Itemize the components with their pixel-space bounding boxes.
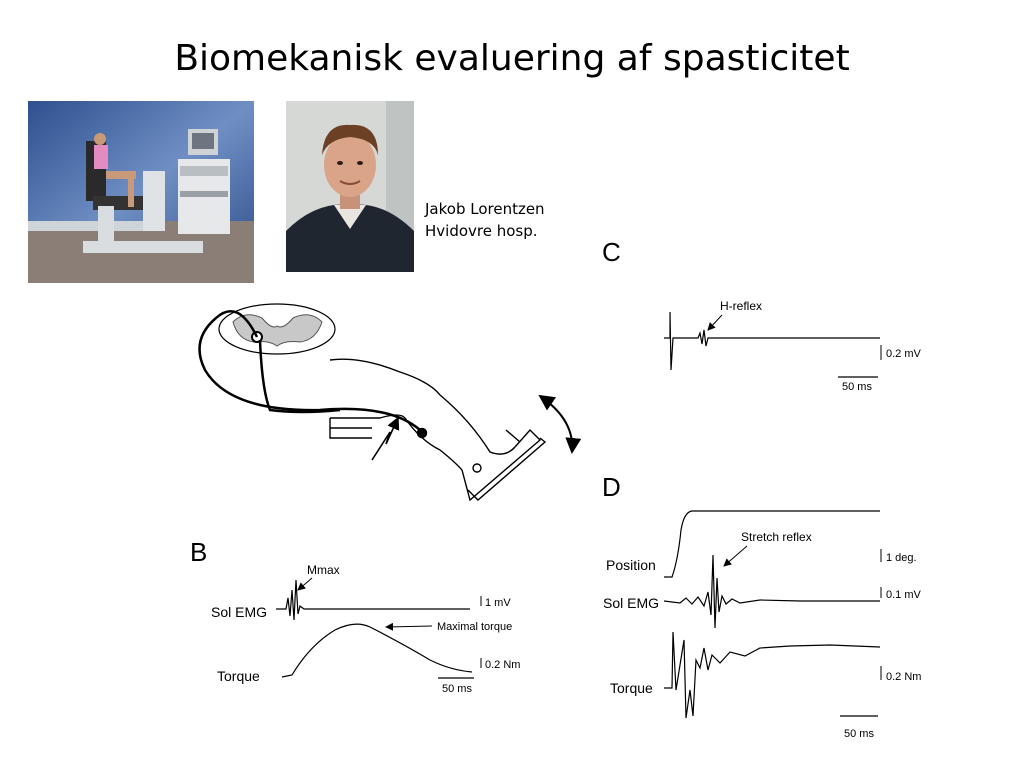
panel-b: B Mmax Sol EMG 1 mV Maximal torque Torqu… [190, 537, 520, 695]
portrait-photo [286, 101, 414, 272]
max-torque-arrow [385, 622, 433, 631]
rotation-arrow [538, 394, 582, 454]
position-scale-d: 1 deg. [886, 552, 917, 564]
panel-d: D Stretch reflex Position 1 deg. Sol EMG… [602, 472, 922, 740]
sol-emg-label-d: Sol EMG [603, 595, 659, 611]
maximal-torque-label: Maximal torque [437, 621, 512, 633]
dynamometer-device-photo [28, 101, 254, 283]
panel-b-letter: B [190, 537, 207, 567]
panel-d-letter: D [602, 472, 621, 502]
caption-name: Jakob Lorentzen [425, 200, 545, 218]
panel-c: C H-reflex 0.2 mV 50 ms [602, 237, 922, 393]
torque-label-d: Torque [610, 680, 653, 696]
h-reflex-arrow [707, 314, 723, 331]
torque-scale-d: 0.2 Nm [886, 671, 921, 683]
stretch-reflex-label: Stretch reflex [741, 530, 812, 544]
panel-c-letter: C [602, 237, 621, 267]
slide-title: Biomekanisk evaluering af spasticitet [174, 38, 850, 79]
torque-label-b: Torque [217, 668, 260, 684]
position-trace [664, 510, 880, 578]
time-scale-b: 50 ms [442, 683, 472, 695]
photo-caption: Jakob Lorentzen Hvidovre hosp. [425, 198, 545, 242]
emg-scale-b: 1 mV [485, 597, 511, 609]
h-reflex-label: H-reflex [720, 299, 762, 313]
sol-emg-trace-b [276, 579, 470, 621]
spinal-cord-schematic [218, 303, 336, 355]
position-label: Position [606, 557, 656, 573]
torque-trace-b [281, 623, 473, 678]
mmax-label: Mmax [307, 563, 340, 577]
h-reflex-trace [664, 311, 880, 371]
stretch-reflex-arrow [723, 545, 748, 567]
sol-emg-label-b: Sol EMG [211, 604, 267, 620]
time-scale-c: 50 ms [842, 381, 872, 393]
sol-emg-trace-d [663, 554, 880, 629]
stimulus-arrow [371, 416, 400, 461]
emg-scale-d: 0.1 mV [886, 589, 922, 601]
torque-scale-b: 0.2 Nm [485, 659, 520, 671]
leg-outline [329, 358, 547, 502]
time-scale-d: 50 ms [844, 728, 874, 740]
caption-affiliation: Hvidovre hosp. [425, 222, 538, 240]
torque-trace-d [664, 631, 881, 719]
mmax-arrow [297, 577, 313, 591]
voltage-scale-c: 0.2 mV [886, 348, 922, 360]
